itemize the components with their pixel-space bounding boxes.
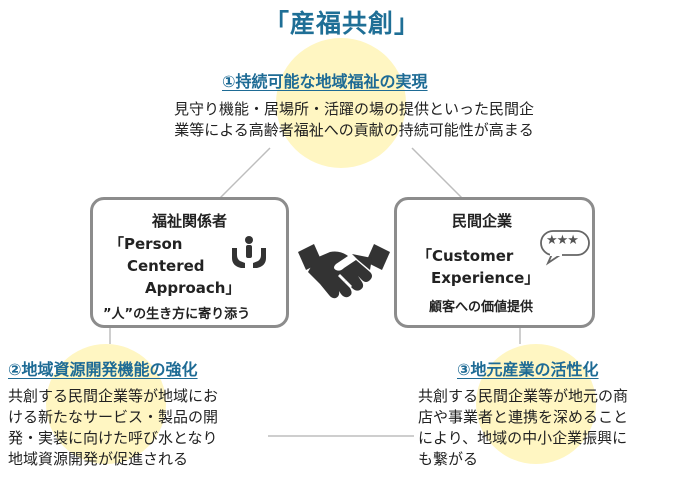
welfare-box-title: 福祉関係者 — [151, 212, 227, 230]
right-line-1: 共創する民間企業等が地元の商 — [418, 387, 629, 405]
handshake-icon — [298, 244, 390, 299]
left-line-2: ける新たなサービス・製品の開 — [8, 408, 219, 426]
welfare-line-2: Centered — [127, 257, 205, 275]
welfare-line-1: 「Person — [109, 235, 183, 253]
left-line-3: 発・実装に向けた呼び水となり — [8, 429, 218, 447]
hands-supporting-person-icon — [232, 236, 266, 268]
page-title: 「産福共創」 — [263, 9, 420, 38]
company-box-title: 民間企業 — [451, 212, 512, 230]
highlight-left — [46, 344, 166, 464]
left-heading: ②地域資源開発機能の強化 — [8, 360, 198, 379]
connector-top-left — [211, 147, 271, 207]
highlight-right — [476, 344, 596, 464]
speech-bubble-stars-icon — [540, 230, 590, 266]
bubble-stars: ★★★ — [546, 233, 579, 248]
top-line-1: 見守り機能・居場所・活躍の場の提供といった民間企 — [173, 100, 534, 118]
right-line-3: により、地域の中小企業振興に — [418, 429, 628, 447]
top-line-2: 業等による高齢者福祉への貢献の持続可能性が高まる — [174, 121, 534, 139]
welfare-line-3: Approach」 — [145, 279, 241, 297]
company-line-2: Experience」 — [431, 269, 540, 287]
right-text: 共創する民間企業等が地元の商 店や事業者と連携を深めること により、地域の中小企… — [418, 386, 628, 470]
left-line-4: 地域資源開発が促進される — [8, 450, 189, 468]
left-line-1: 共創する民間企業等が地域にお — [8, 387, 219, 405]
company-box: 民間企業 「Customer Experience」 顧客への価値提供 ★★★ — [394, 197, 595, 328]
right-line-2: 店や事業者と連携を深めること — [418, 408, 629, 426]
connector-top-right — [411, 147, 471, 207]
welfare-box: 福祉関係者 「Person Centered Approach」 ”人”の生き方… — [90, 197, 289, 328]
highlight-top — [276, 38, 406, 168]
left-text: 共創する民間企業等が地域にお ける新たなサービス・製品の開 発・実装に向けた呼び… — [8, 386, 218, 470]
company-box-sub: 顧客への価値提供 — [429, 300, 534, 315]
top-text: 見守り機能・居場所・活躍の場の提供といった民間企 業等による高齢者福祉への貢献の… — [134, 99, 574, 141]
right-heading: ③地元産業の活性化 — [457, 360, 599, 379]
top-heading: ①持続可能な地域福祉の実現 — [222, 72, 428, 91]
right-line-4: も繋がる — [418, 450, 479, 468]
company-line-1: 「Customer — [417, 247, 514, 265]
welfare-box-sub: ”人”の生き方に寄り添う — [103, 307, 251, 322]
